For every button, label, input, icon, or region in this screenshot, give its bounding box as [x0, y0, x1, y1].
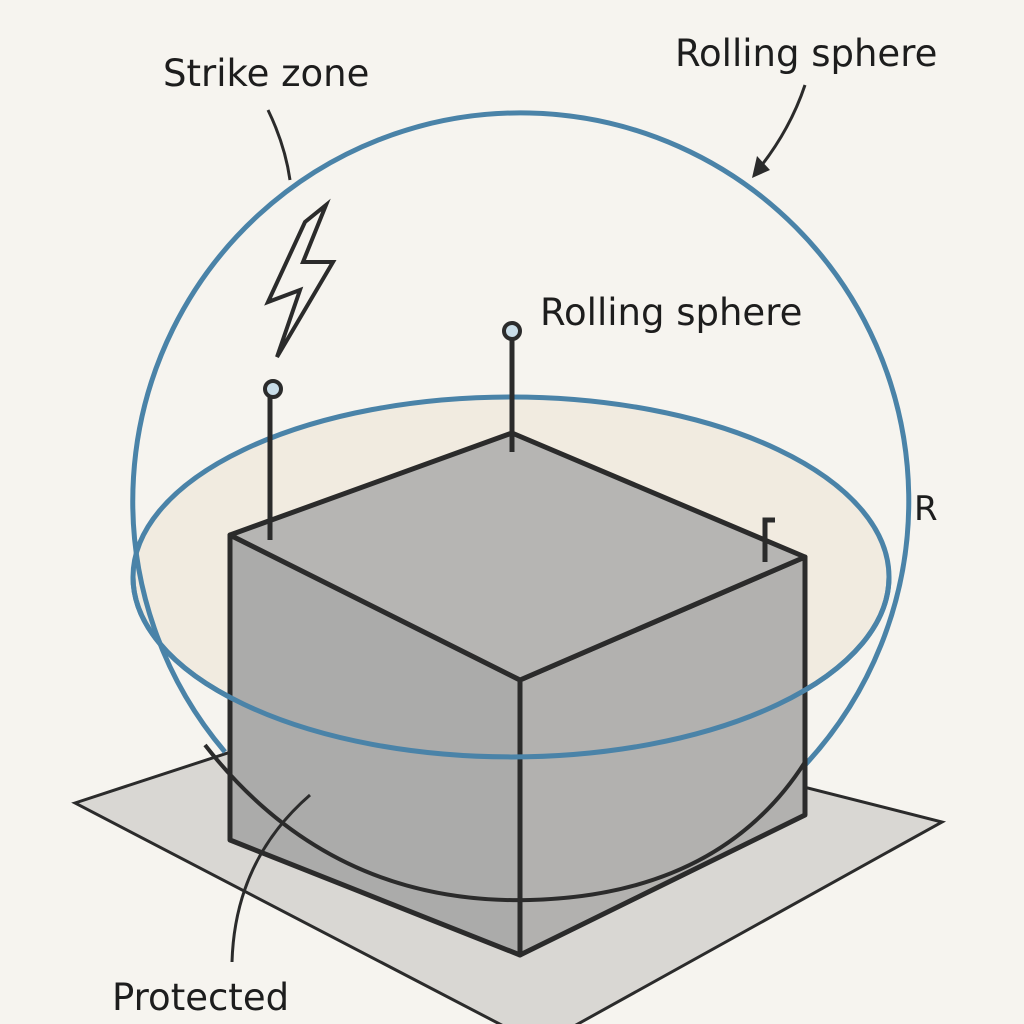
label-protected: Protected — [112, 976, 289, 1019]
arrowhead-icon — [752, 156, 770, 178]
rolling-sphere-arrow — [756, 84, 807, 171]
building-box — [227, 430, 808, 958]
lightning-bolt-icon — [264, 198, 337, 359]
box-top-face — [227, 430, 808, 683]
ellipse-front-arc — [130, 576, 892, 760]
air-terminal-right — [762, 517, 775, 562]
sphere-lower-arc — [203, 743, 807, 903]
protected-leader — [230, 793, 311, 963]
label-rolling-sphere-top: Rolling sphere — [675, 32, 937, 75]
label-strike-zone: Strike zone — [163, 52, 369, 95]
sphere-outline — [130, 110, 912, 767]
air-terminal-center — [502, 321, 522, 452]
label-rolling-sphere-mid: Rolling sphere — [540, 291, 802, 334]
label-radius: R — [914, 489, 938, 529]
strike-zone-leader — [266, 109, 292, 181]
air-terminal-left — [263, 379, 283, 540]
